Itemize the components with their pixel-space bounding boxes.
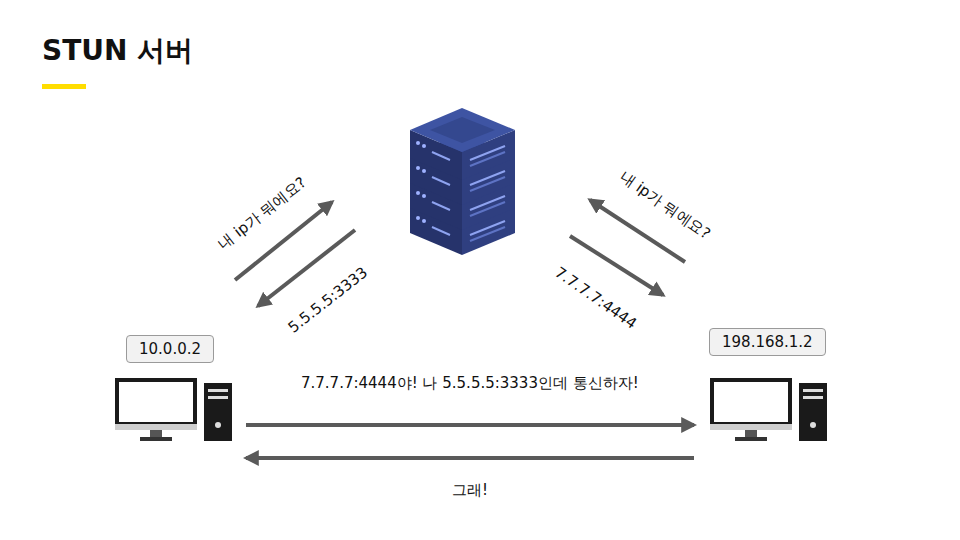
- arrow-label: 내 ip가 뭐에요?: [616, 167, 713, 243]
- computer-node: 198.168.1.2: [700, 328, 835, 445]
- ip-label: 198.168.1.2: [709, 328, 826, 356]
- message-label: 그래!: [449, 481, 491, 500]
- arrow-label: 내 ip가 뭐에요?: [215, 173, 310, 253]
- title: STUN 서버: [42, 32, 193, 70]
- computer-icon: [115, 378, 232, 441]
- ip-label: 10.0.0.2: [126, 335, 214, 363]
- server-icon: [410, 108, 515, 255]
- stun-arrows: [235, 200, 685, 306]
- title-underline: [42, 84, 86, 89]
- computer-icon: [710, 378, 827, 441]
- message-label: 7.7.7.7:4444야! 나 5.5.5.5:3333인데 통신하자!: [298, 374, 642, 393]
- computer-node: 10.0.0.2: [100, 335, 240, 445]
- message-arrow: [246, 456, 694, 460]
- message-arrow: [246, 423, 694, 427]
